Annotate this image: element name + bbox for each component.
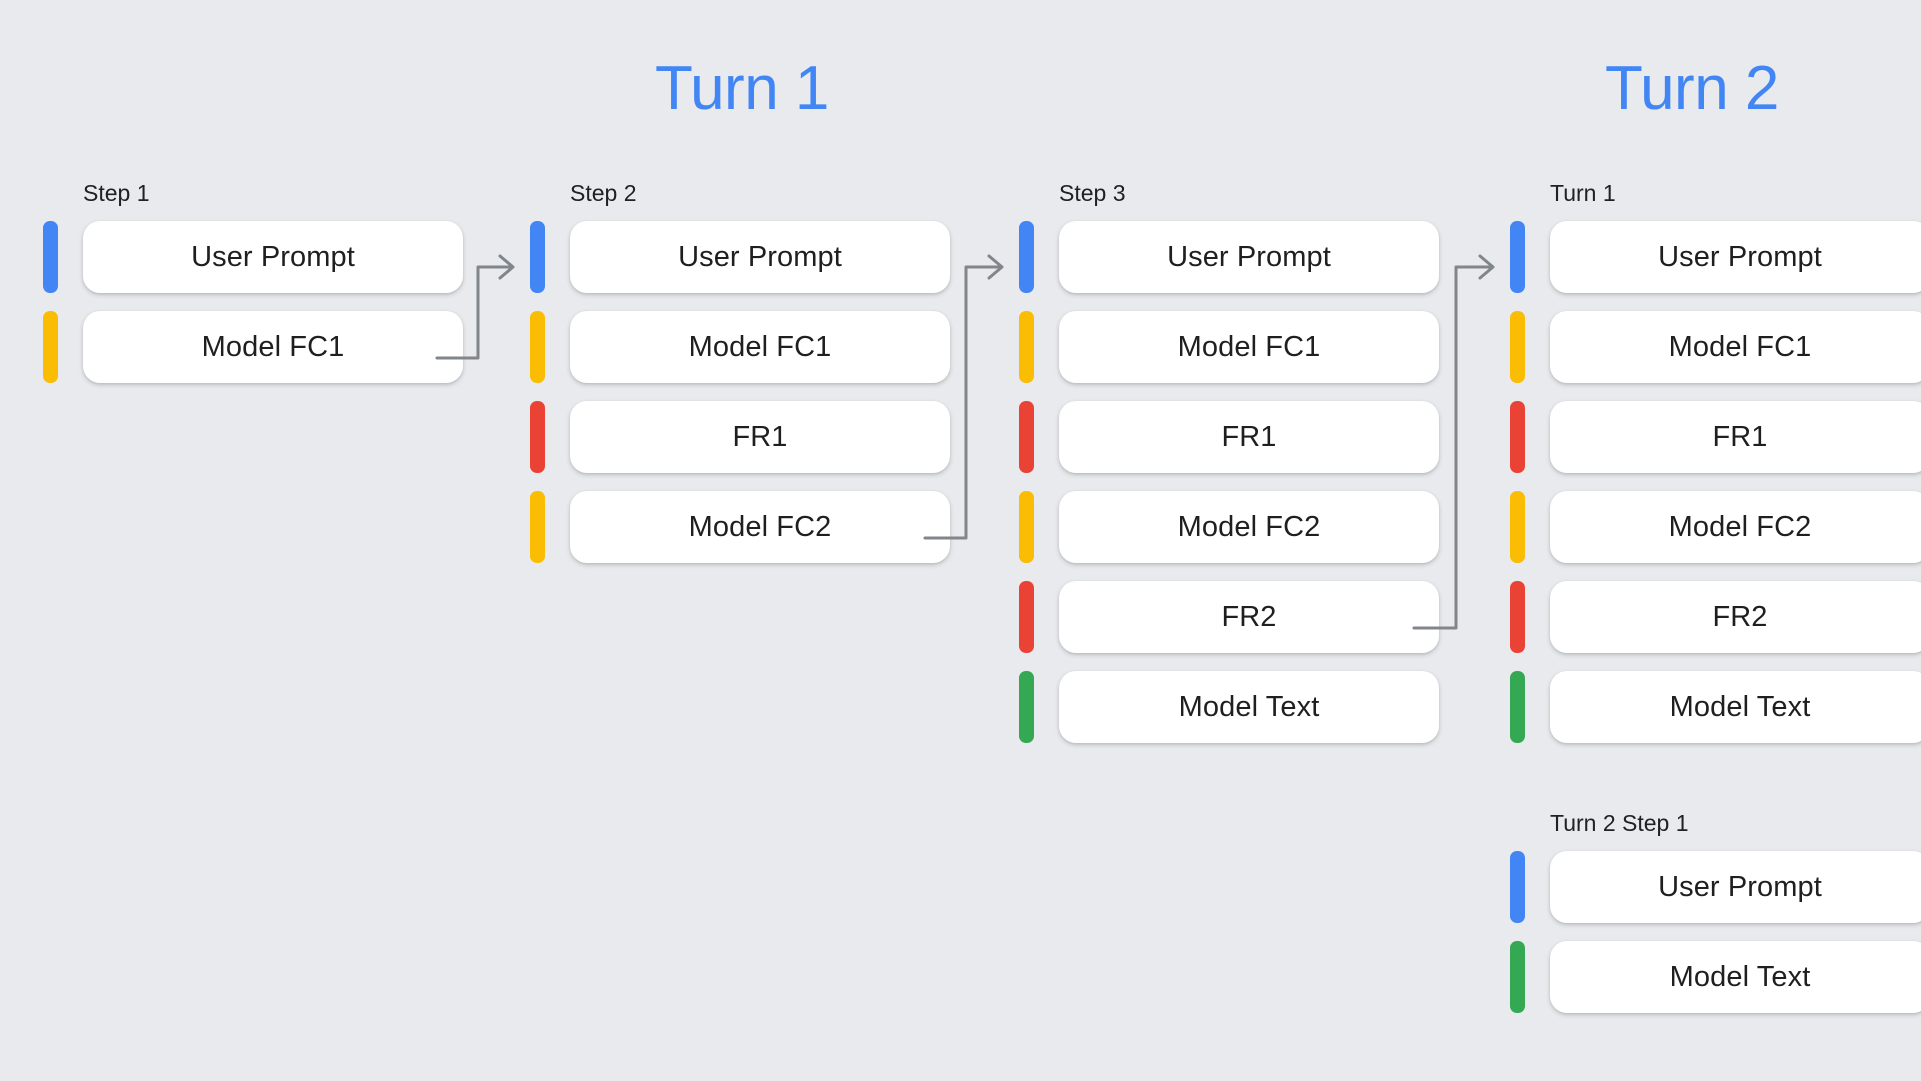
role-color-bar [1510, 581, 1525, 653]
message-row: Model FC1 [1510, 311, 1921, 383]
message-row: Model FC2 [1510, 491, 1921, 563]
message-card[interactable]: Model Text [1059, 671, 1439, 743]
message-card[interactable]: User Prompt [570, 221, 950, 293]
message-row: User Prompt [1510, 851, 1921, 923]
message-row: Model FC1 [1019, 311, 1439, 383]
role-color-bar [1019, 581, 1034, 653]
message-card[interactable]: Model FC1 [1059, 311, 1439, 383]
column-label: Step 1 [83, 180, 150, 206]
message-row: FR2 [1019, 581, 1439, 653]
message-card[interactable]: Model Text [1550, 941, 1921, 1013]
role-color-bar [1510, 851, 1525, 923]
message-row: User Prompt [530, 221, 950, 293]
role-color-bar [530, 311, 545, 383]
message-row: Model Text [1510, 941, 1921, 1013]
message-card[interactable]: User Prompt [1059, 221, 1439, 293]
message-row: User Prompt [1510, 221, 1921, 293]
message-row: FR2 [1510, 581, 1921, 653]
message-card[interactable]: Model FC1 [570, 311, 950, 383]
message-row: Model FC1 [43, 311, 463, 383]
role-color-bar [1510, 311, 1525, 383]
column-label: Turn 2 Step 1 [1550, 810, 1689, 836]
message-card[interactable]: FR1 [1059, 401, 1439, 473]
message-row: FR1 [530, 401, 950, 473]
message-card[interactable]: FR1 [570, 401, 950, 473]
role-color-bar [1510, 401, 1525, 473]
role-color-bar [1019, 221, 1034, 293]
role-color-bar [1510, 221, 1525, 293]
message-card[interactable]: Model FC2 [1059, 491, 1439, 563]
message-card[interactable]: Model FC2 [570, 491, 950, 563]
column-label: Step 3 [1059, 180, 1126, 206]
role-color-bar [1510, 941, 1525, 1013]
message-row: User Prompt [1019, 221, 1439, 293]
column-label: Step 2 [570, 180, 637, 206]
message-card[interactable]: Model FC1 [1550, 311, 1921, 383]
message-card[interactable]: Model Text [1550, 671, 1921, 743]
column-label: Turn 1 [1550, 180, 1616, 206]
message-card[interactable]: Model FC1 [83, 311, 463, 383]
turn-2-heading: Turn 2 [1605, 54, 1779, 123]
role-color-bar [1019, 491, 1034, 563]
message-row: Model FC1 [530, 311, 950, 383]
message-row: FR1 [1019, 401, 1439, 473]
role-color-bar [530, 401, 545, 473]
message-row: FR1 [1510, 401, 1921, 473]
message-card[interactable]: Model FC2 [1550, 491, 1921, 563]
role-color-bar [1019, 311, 1034, 383]
message-card[interactable]: FR2 [1059, 581, 1439, 653]
role-color-bar [1510, 671, 1525, 743]
role-color-bar [1019, 671, 1034, 743]
message-row: Model FC2 [1019, 491, 1439, 563]
message-card[interactable]: User Prompt [1550, 851, 1921, 923]
message-row: Model FC2 [530, 491, 950, 563]
role-color-bar [530, 221, 545, 293]
role-color-bar [43, 311, 58, 383]
message-row: Model Text [1019, 671, 1439, 743]
message-card[interactable]: FR2 [1550, 581, 1921, 653]
turn-1-heading: Turn 1 [655, 54, 829, 123]
message-card[interactable]: User Prompt [83, 221, 463, 293]
message-card[interactable]: User Prompt [1550, 221, 1921, 293]
message-row: User Prompt [43, 221, 463, 293]
message-card[interactable]: FR1 [1550, 401, 1921, 473]
role-color-bar [530, 491, 545, 563]
message-row: Model Text [1510, 671, 1921, 743]
role-color-bar [43, 221, 58, 293]
role-color-bar [1510, 491, 1525, 563]
role-color-bar [1019, 401, 1034, 473]
